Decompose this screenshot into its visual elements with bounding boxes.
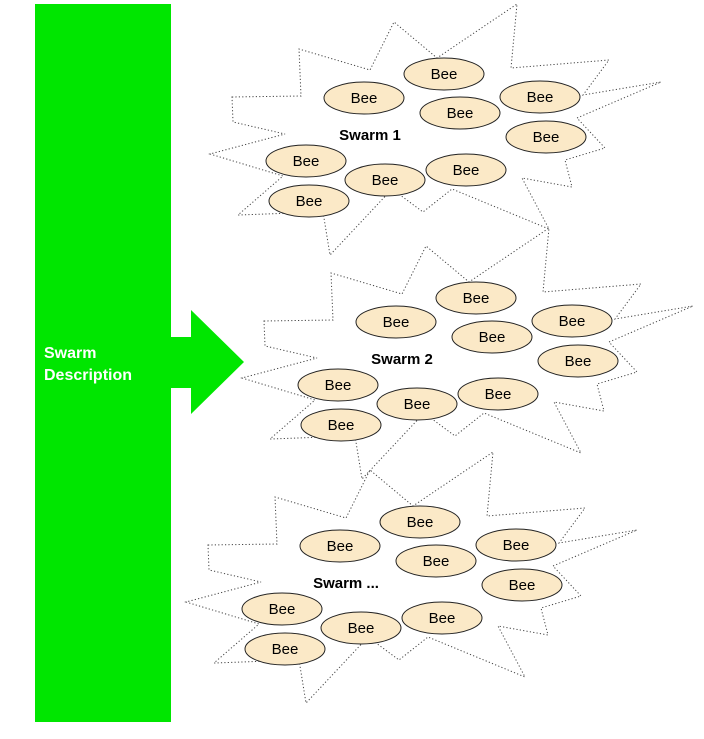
bee-ellipse xyxy=(323,81,405,115)
swarm-label: Swarm ... xyxy=(313,575,379,592)
bee-label: Bee xyxy=(296,193,323,210)
bee-node: Bee xyxy=(320,611,402,645)
bee-label: Bee xyxy=(533,129,560,146)
bee-label: Bee xyxy=(383,314,410,331)
bee-label: Bee xyxy=(503,537,530,554)
bee-node: Bee xyxy=(425,153,507,187)
bee-ellipse xyxy=(537,344,619,378)
bee-ellipse xyxy=(451,320,533,354)
bee-ellipse xyxy=(376,387,458,421)
bee-node: Bee xyxy=(505,120,587,154)
bee-label: Bee xyxy=(423,553,450,570)
bee-label: Bee xyxy=(372,172,399,189)
swarm-cloud-outline xyxy=(240,226,694,481)
bee-label: Bee xyxy=(431,66,458,83)
bee-label: Bee xyxy=(463,290,490,307)
swarm-description-label: Swarm Description xyxy=(44,343,164,387)
bee-ellipse xyxy=(379,505,461,539)
bee-label: Bee xyxy=(453,162,480,179)
bee-ellipse xyxy=(244,632,326,666)
bee-label: Bee xyxy=(348,620,375,637)
bee-node: Bee xyxy=(379,505,461,539)
bee-ellipse xyxy=(355,305,437,339)
bee-ellipse xyxy=(401,601,483,635)
swarm-3: BeeBeeBeeBeeBeeBeeBeeBeeBeeSwarm ... xyxy=(184,450,638,705)
bee-ellipse xyxy=(475,528,557,562)
bee-ellipse xyxy=(299,529,381,563)
bee-label: Bee xyxy=(293,153,320,170)
bee-ellipse xyxy=(297,368,379,402)
bee-label: Bee xyxy=(485,386,512,403)
bee-ellipse xyxy=(395,544,477,578)
description-arrow xyxy=(170,310,244,414)
swarm-cloud-outline xyxy=(208,2,662,257)
bee-node: Bee xyxy=(537,344,619,378)
bee-ellipse xyxy=(300,408,382,442)
swarm-label: Swarm 2 xyxy=(371,351,433,368)
bee-node: Bee xyxy=(457,377,539,411)
bee-node: Bee xyxy=(323,81,405,115)
description-bar xyxy=(35,4,171,722)
bee-ellipse xyxy=(435,281,517,315)
bee-node: Bee xyxy=(451,320,533,354)
bee-label: Bee xyxy=(447,105,474,122)
bee-ellipse xyxy=(241,592,323,626)
bee-ellipse xyxy=(320,611,402,645)
swarm-label: Swarm 1 xyxy=(339,127,401,144)
swarm-description-line2: Description xyxy=(44,367,133,384)
bee-node: Bee xyxy=(401,601,483,635)
bee-node: Bee xyxy=(241,592,323,626)
bee-ellipse xyxy=(265,144,347,178)
bee-ellipse xyxy=(425,153,507,187)
bee-ellipse xyxy=(419,96,501,130)
bee-label: Bee xyxy=(328,417,355,434)
bee-label: Bee xyxy=(565,353,592,370)
bee-label: Bee xyxy=(272,641,299,658)
bee-node: Bee xyxy=(531,304,613,338)
bee-ellipse xyxy=(344,163,426,197)
bee-node: Bee xyxy=(244,632,326,666)
bee-node: Bee xyxy=(344,163,426,197)
bee-label: Bee xyxy=(407,514,434,531)
bee-label: Bee xyxy=(327,538,354,555)
bee-label: Bee xyxy=(527,89,554,106)
bee-node: Bee xyxy=(481,568,563,602)
bee-node: Bee xyxy=(475,528,557,562)
bee-node: Bee xyxy=(355,305,437,339)
bee-node: Bee xyxy=(300,408,382,442)
bee-ellipse xyxy=(481,568,563,602)
swarm-description-line1: Swarm xyxy=(44,345,97,362)
bee-node: Bee xyxy=(268,184,350,218)
bee-label: Bee xyxy=(404,396,431,413)
bee-label: Bee xyxy=(325,377,352,394)
bee-ellipse xyxy=(531,304,613,338)
bee-node: Bee xyxy=(395,544,477,578)
bee-label: Bee xyxy=(429,610,456,627)
bee-label: Bee xyxy=(269,601,296,618)
bee-label: Bee xyxy=(351,90,378,107)
bee-node: Bee xyxy=(297,368,379,402)
bee-node: Bee xyxy=(376,387,458,421)
bee-node: Bee xyxy=(435,281,517,315)
bee-ellipse xyxy=(457,377,539,411)
bee-node: Bee xyxy=(419,96,501,130)
bee-node: Bee xyxy=(499,80,581,114)
swarm-cloud-outline xyxy=(184,450,638,705)
bee-ellipse xyxy=(505,120,587,154)
bee-ellipse xyxy=(499,80,581,114)
bee-node: Bee xyxy=(299,529,381,563)
bee-node: Bee xyxy=(265,144,347,178)
bee-node: Bee xyxy=(403,57,485,91)
bee-label: Bee xyxy=(559,313,586,330)
bee-label: Bee xyxy=(509,577,536,594)
bee-ellipse xyxy=(403,57,485,91)
bee-ellipse xyxy=(268,184,350,218)
bee-label: Bee xyxy=(479,329,506,346)
